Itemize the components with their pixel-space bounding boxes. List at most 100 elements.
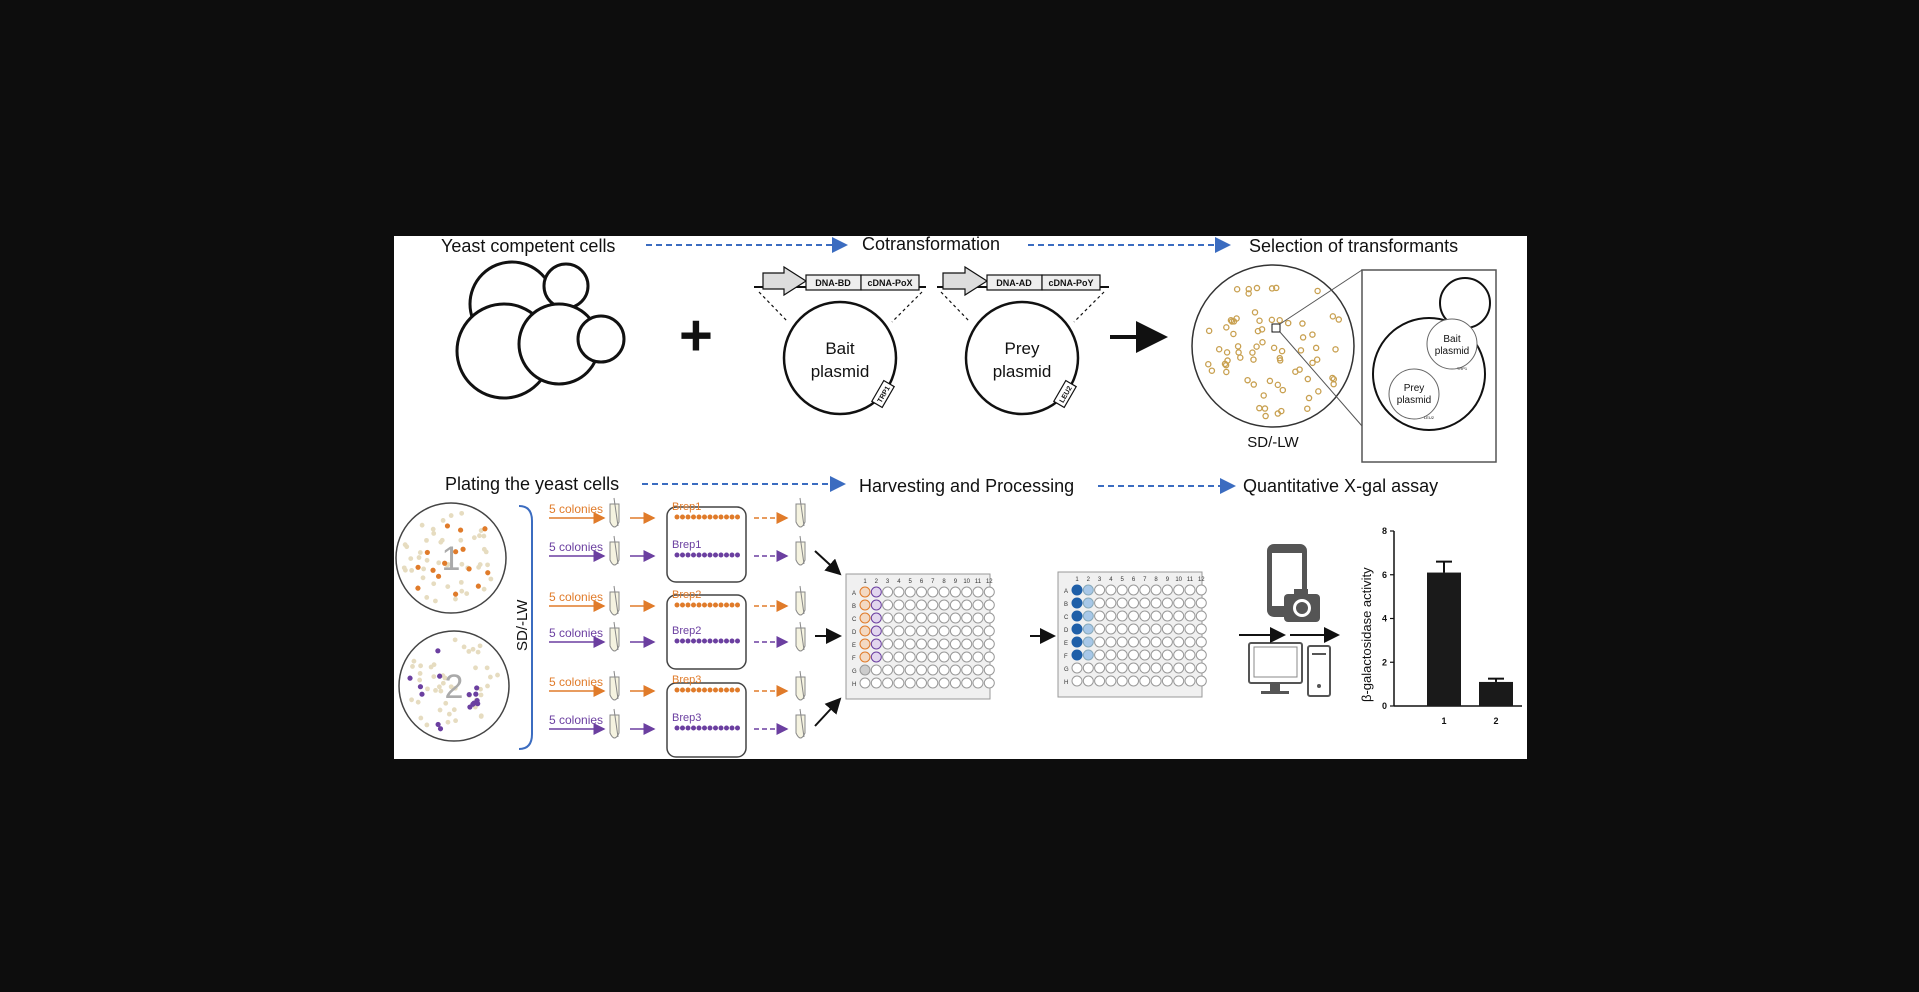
well xyxy=(904,612,916,624)
colony-dot xyxy=(435,573,442,579)
chart-y-tick-label: 8 xyxy=(1382,526,1387,536)
tube-icon xyxy=(609,708,620,739)
zoom-bait-label-1: Bait xyxy=(1443,334,1460,345)
well xyxy=(927,586,939,598)
well xyxy=(1116,584,1128,596)
colony-dot xyxy=(424,722,430,728)
well xyxy=(893,612,905,624)
well xyxy=(938,638,950,650)
well xyxy=(916,612,927,624)
colony-dot xyxy=(1274,381,1282,389)
well xyxy=(1128,623,1139,635)
well xyxy=(1161,675,1173,687)
well xyxy=(949,664,961,676)
brep-label: Brep3 xyxy=(672,674,701,686)
well xyxy=(972,638,984,650)
well xyxy=(1161,610,1173,622)
tube-icon xyxy=(609,497,620,528)
well xyxy=(938,651,950,663)
well-col-label: 1 xyxy=(1075,577,1079,583)
colony-dot xyxy=(453,549,459,555)
well xyxy=(927,664,939,676)
colony-dot xyxy=(452,685,458,691)
sample-dot xyxy=(685,552,691,558)
well-col-label: 8 xyxy=(1154,577,1158,583)
sample-dot xyxy=(680,687,685,693)
colony-dot xyxy=(1259,338,1266,346)
colony-dot xyxy=(1234,343,1242,350)
sample-dot xyxy=(718,638,724,644)
colony-dot xyxy=(477,533,482,539)
sample-dot xyxy=(696,638,702,644)
well xyxy=(927,638,939,650)
well-col-label: 5 xyxy=(1121,577,1125,583)
well-row-label: C xyxy=(852,617,857,623)
well xyxy=(1139,610,1151,622)
well xyxy=(1195,675,1207,687)
well xyxy=(859,599,871,611)
well xyxy=(1082,584,1094,596)
well-row-label: G xyxy=(1064,667,1069,673)
colony-dot xyxy=(473,691,479,697)
zoom-prey-label-1: Prey xyxy=(1404,383,1425,394)
promoter-arrow-icon xyxy=(762,265,808,297)
colony-dot xyxy=(415,564,421,570)
colony-dot xyxy=(475,583,481,589)
well xyxy=(916,625,927,637)
well xyxy=(904,664,916,676)
sample-dot xyxy=(718,602,724,608)
well xyxy=(916,586,927,598)
well xyxy=(1116,636,1128,648)
well xyxy=(938,599,950,611)
y2h-workflow-figure: Yeast competent cells Cotransformation S… xyxy=(394,234,1527,759)
well xyxy=(1173,623,1185,635)
colony-dot xyxy=(1224,357,1231,364)
colony-dot xyxy=(440,680,446,686)
colony-dot xyxy=(1262,412,1269,420)
colony-dot xyxy=(1261,405,1269,412)
well xyxy=(870,599,882,611)
colony-dot xyxy=(451,707,457,713)
well xyxy=(961,612,973,624)
colony-dot xyxy=(1312,344,1320,352)
bracket xyxy=(518,505,533,750)
colony-dot xyxy=(1315,388,1322,395)
colony-dot xyxy=(443,700,449,706)
colony-dot xyxy=(1268,285,1276,292)
sample-dot xyxy=(674,602,680,608)
plates-medium-label: SD/-LW xyxy=(514,599,531,651)
colony-dot xyxy=(1276,316,1283,324)
colony-dot xyxy=(474,685,480,691)
tube-icon xyxy=(609,535,620,566)
title-selection-of-transformants: Selection of transformants xyxy=(1249,236,1458,256)
plate-1: 1 xyxy=(395,502,507,614)
colonies-label: 5 colonies xyxy=(549,713,603,727)
colony-dot xyxy=(1250,356,1257,363)
well-col-label: 9 xyxy=(954,579,958,585)
well xyxy=(1116,623,1128,635)
colony-dot xyxy=(424,537,429,543)
well xyxy=(927,651,939,663)
colony-dot xyxy=(1244,376,1251,384)
well-row-label: H xyxy=(1064,680,1068,686)
well xyxy=(961,599,973,611)
sample-dot xyxy=(696,725,702,731)
colony-dot xyxy=(431,674,437,679)
well xyxy=(972,625,984,637)
brep-box xyxy=(666,682,747,758)
sample-dot xyxy=(724,638,729,644)
well-row-label: B xyxy=(1064,602,1068,608)
well xyxy=(1184,597,1196,609)
well xyxy=(1173,636,1185,648)
colony-dot xyxy=(458,537,464,543)
well xyxy=(1184,675,1196,687)
well xyxy=(893,586,905,598)
sample-dot xyxy=(707,638,713,644)
well-col-label: 6 xyxy=(920,579,924,585)
well-col-label: 7 xyxy=(931,579,935,585)
colony-dot xyxy=(478,692,484,698)
colony-dot xyxy=(473,665,478,671)
well xyxy=(916,638,927,650)
tube-icon xyxy=(795,497,806,528)
